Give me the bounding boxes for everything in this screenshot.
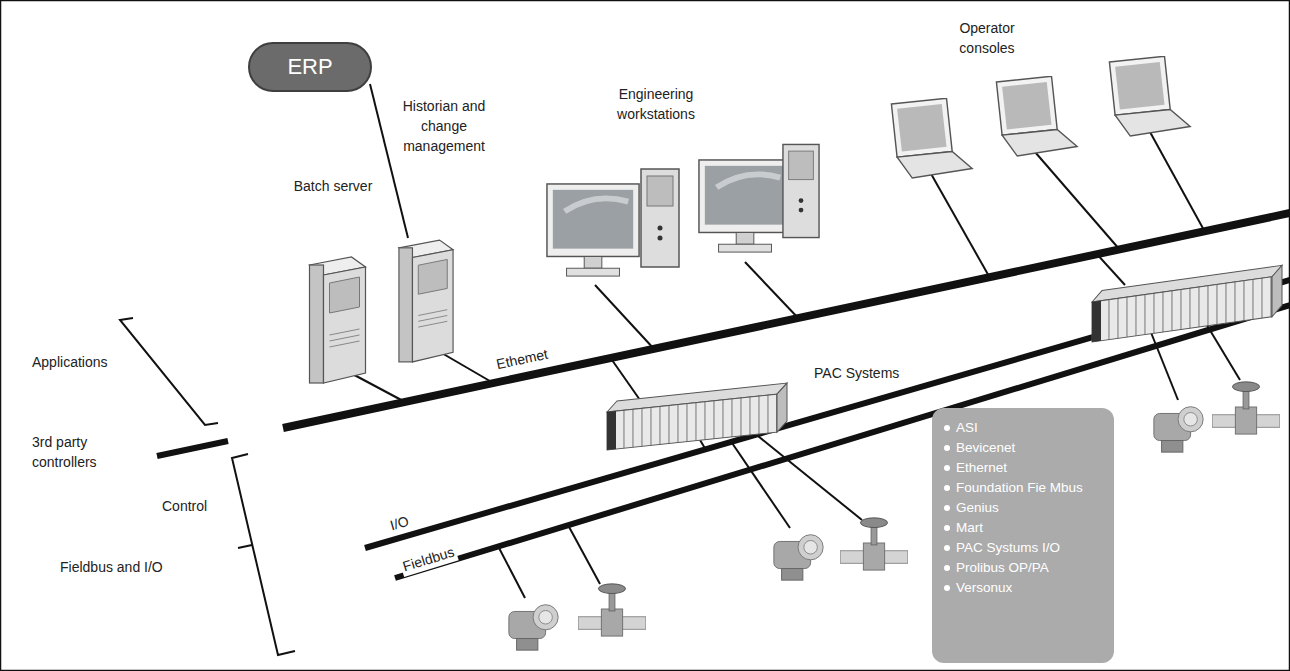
bracket-part [238,545,252,548]
workstation-tower [641,169,679,267]
leader-wires-part [745,262,800,320]
leader-wires-part [930,172,990,278]
valve-icon [578,584,646,636]
bracket [120,318,295,655]
pac-rack-part [607,411,616,450]
network-bus-part [157,441,228,456]
protocol-item: Prolibus OP/PA [944,558,1104,578]
pac-rack-part [1092,301,1101,342]
network-bus-part [395,305,1290,578]
bus-label: Ethemet [493,343,552,374]
valve-icon [1212,382,1280,434]
leader-wires-part [1035,152,1120,250]
equipment-label: Historian and change management [392,96,496,156]
leader-wires-part [730,440,790,528]
bus-label: I/O [386,510,413,535]
protocol-item: Foundation Fie Mbus [944,478,1104,498]
protocol-item: ASI [944,418,1104,438]
leader-wires-part [568,525,600,584]
equipment-icons [310,56,1283,650]
operator-laptop [996,76,1077,156]
workstation-tower [783,144,819,237]
layer-label: Control [160,496,209,516]
protocol-item: Genius [944,498,1104,518]
pac-rack-part [607,394,777,450]
pac-rack [1092,265,1282,342]
pac-rack-part [777,383,787,432]
system-label: ERP [287,54,332,80]
historian-server-icon [399,240,453,362]
layer-label: 3rd party controllers [30,432,138,472]
leader-wires-part [595,285,655,350]
equipment-label: PAC Systems [812,363,901,383]
leader-wires-part [612,360,640,400]
network-bus [157,213,1290,578]
transmitter-icon [509,605,558,650]
leader-wires-part [1150,132,1205,232]
bracket-part [232,454,295,655]
equipment-label: Batch server [290,176,376,196]
pac-rack [607,383,787,450]
protocol-list-box: ASIBevicenetEthernetFoundation Fie MbusG… [932,408,1114,663]
protocol-item: Versonux [944,578,1104,598]
workstation-monitor [547,184,639,276]
layer-label: Applications [30,352,110,372]
bracket-part [120,318,218,425]
batch-server-icon [310,257,366,383]
transmitter-icon [1154,407,1203,452]
pac-rack-part [1272,265,1282,316]
protocol-item: Mart [944,518,1104,538]
erp-box: ERP [248,42,372,92]
operator-laptop [1109,56,1190,136]
transmitter-icon [774,535,823,580]
equipment-label: Operator consoles [938,18,1036,58]
bus-label: Fieldbus [398,541,458,577]
protocol-item: Bevicenet [944,438,1104,458]
equipment-label: Engineering workstations [598,84,714,124]
protocol-item: PAC Systums I/O [944,538,1104,558]
leader-wires-part [440,352,495,384]
operator-laptop [891,98,972,178]
valve-icon [840,518,908,570]
protocol-item: Ethernet [944,458,1104,478]
workstation-monitor [699,160,791,252]
leader-wires-part [498,546,525,598]
pac-rack-part [1092,277,1272,342]
layer-label: Fieldbus and I/O [58,557,165,577]
